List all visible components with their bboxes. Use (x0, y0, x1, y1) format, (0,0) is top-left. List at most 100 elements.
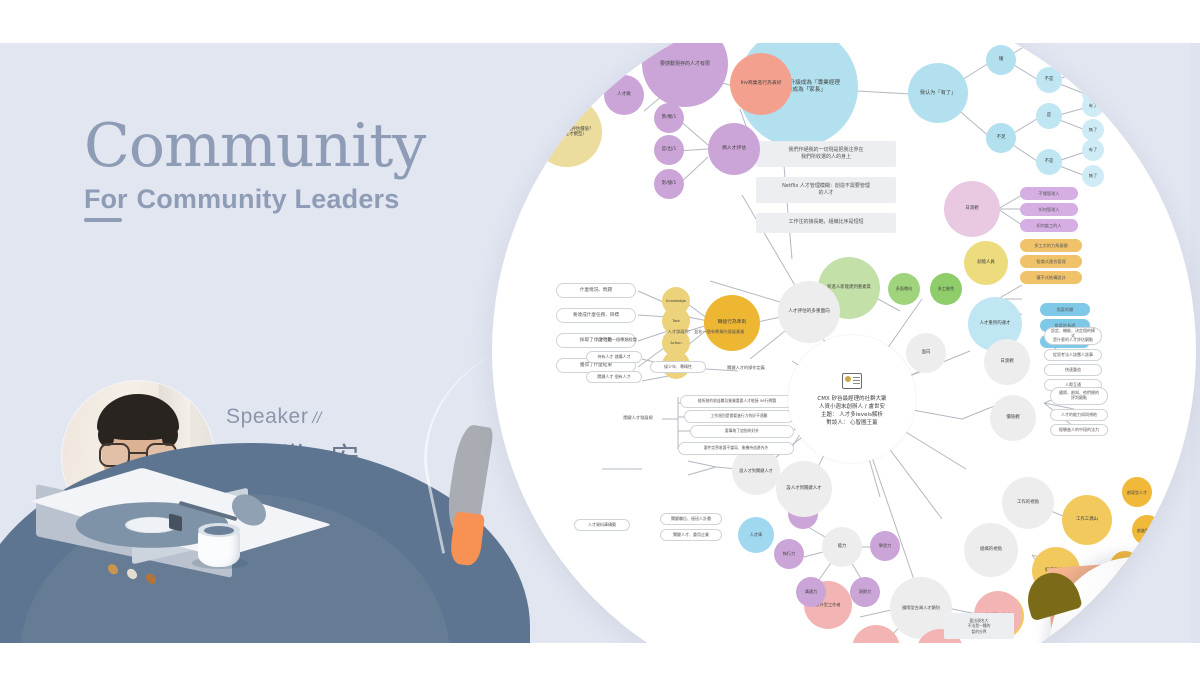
mindmap-box-left-3[interactable]: 候少年、專精性 (650, 361, 706, 373)
mindmap-center-node[interactable]: CMX 矽谷最經理的社群大聚 人資小週末創辦人 / 盧世安 主題： 人才多lev… (788, 335, 916, 463)
cup-liquid (204, 526, 234, 535)
mindmap-node-blue-leaf-2[interactable]: 無了 (1082, 43, 1104, 61)
node-label: Action (670, 340, 682, 345)
mindmap-node-work-leaf-1[interactable]: 創導型人才 (1122, 477, 1152, 507)
mindmap-pill-purple-3[interactable]: 如何當工的人 (1020, 219, 1078, 232)
mindmap-node-work-sub[interactable]: 工作工偶山 (1062, 495, 1112, 545)
node-label: 能力 (837, 544, 847, 550)
mindmap-node-green-2[interactable]: 多面教向 (888, 273, 920, 305)
mindmap-node-ability-3[interactable]: 溝通力 (796, 577, 826, 607)
mindmap-node-blue-b6[interactable]: 不是 (1036, 149, 1062, 175)
mindmap-node-talent-library-hub[interactable]: 設人才到關鍵人才 (732, 447, 780, 495)
mindmap-label-talent-mgmt[interactable]: 人才發展規： 並非一個有專業的發展產業 (658, 325, 754, 338)
mindmap-box-talent-lib-3[interactable]: 人才資料庫構築 (574, 519, 630, 531)
mindmap-box-priceview-2[interactable]: 人才的能力如同視地 (1050, 409, 1108, 421)
box-label: 人才的能力如同視地 (1061, 411, 1097, 417)
mindmap-box-talent-lib-1[interactable]: 關鍵職位、接班人計畫 (660, 513, 722, 525)
mindmap-pill-orange-1[interactable]: 多工文的力角基礎 (1020, 239, 1082, 252)
mindmap-box-priceview-3[interactable]: 經驗進人的中段的法力 (1050, 424, 1108, 436)
mindmap-node-blue-b4[interactable]: 不是 (1036, 67, 1062, 93)
community-logo: Community For Community Leaders (84, 115, 484, 222)
node-label: 有了 (1088, 147, 1098, 153)
mindmap-box-knowledge-1[interactable]: 什麼情況、問題 (556, 283, 636, 298)
mindmap-node-work-leaf-2[interactable]: 創進型人才 (1132, 515, 1162, 545)
mindmap-pill-purple-1[interactable]: 不懂管理人 (1020, 187, 1078, 200)
mindmap-box-priceview-1[interactable]: 國際、創知、他們總的 評判觀點 (1050, 387, 1108, 405)
mindmap-box-knowledge-3[interactable]: 採取了什麼行動 (556, 333, 636, 348)
mindmap-node-coral[interactable]: Inv商業進行為表好 (730, 53, 792, 115)
mindmap-node-competency-hub[interactable]: 職能行為準則 (704, 295, 760, 351)
mindmap-node-valueview-hub[interactable]: 日渡觀 (984, 339, 1030, 385)
mindmap-node-talent-pool[interactable]: 人才庫 (738, 517, 774, 553)
node-label: 洞察力 (858, 589, 872, 595)
mindmap-box-key-talent-2[interactable]: 工作過別是需要進行力的好不適難 (684, 410, 794, 423)
box-label: 經驗進人的中段的法力 (1059, 426, 1099, 432)
mindmap-box-key-talent-3[interactable]: 要事故了追指的好外 (690, 425, 794, 438)
mindmap-label-key-talent-opdef[interactable]: 關鍵人才的操作定義 (714, 361, 778, 374)
mindmap-canvas[interactable]: 人才評判：平升級成為「專業經理人」更要成為「家長」 我认为「有了」 懂 不足 是… (492, 43, 1196, 643)
mindmap-node-purple-sat-3[interactable]: 影/播/1 (654, 169, 684, 199)
mindmap-node-ability-hub[interactable]: 能力 (822, 527, 862, 567)
mindmap-note-2[interactable]: Netflix 人才管理模糊：創造不需要管理 的人才 (756, 177, 896, 203)
mindmap-node-blue-leaf-7[interactable]: 有了 (1082, 139, 1104, 161)
mindmap-node-yellow-hub[interactable]: 創能人員 (964, 241, 1008, 285)
mindmap-node-ability-2[interactable]: 執行力 (774, 539, 804, 569)
mindmap-note-1[interactable]: 我們作絕我的一切現是把我注界在 我們所收選的人的身上 (756, 141, 896, 167)
mindmap-box-key-talent-4[interactable]: 要件定密收要不當局、後機持追邊內外 (678, 442, 794, 455)
mindmap-node-org-view[interactable]: 組織的視角 (964, 523, 1018, 577)
mindmap-node-blue-b5[interactable]: 是 (1036, 103, 1062, 129)
box-label: 關鍵職位、接班人計畫 (671, 515, 711, 521)
mindmap-node-priceview-hub[interactable]: 價值觀 (990, 395, 1036, 441)
mindmap-node-multiaspect-hub[interactable]: 人才評估的多重面向 (778, 281, 840, 343)
mindmap-node-ability-5[interactable]: 學習力 (870, 531, 900, 561)
mindmap-box-valueview-1[interactable]: 設定、機能、決定個的模式 是什麼的人才評估觀點 (1044, 327, 1102, 345)
mindmap-node-work-view[interactable]: 工作的視角 (1002, 477, 1054, 529)
mindmap-bottom-note[interactable]: 要出現名大 不法是一種的 暫的分界 (944, 613, 1014, 639)
mindmap-pill-orange-3[interactable]: 獲不式結構設計 (1020, 271, 1082, 284)
mindmap-pill-orange-2[interactable]: 智識式適合管理 (1020, 255, 1082, 268)
mindmap-box-talent-lib-2[interactable]: 關鍵人才、重用企業 (660, 529, 722, 541)
mindmap-node-purple-mid[interactable]: 偶人才評估 (708, 123, 760, 175)
mindmap-node-blue-leaf-3[interactable]: 有了 (1082, 57, 1104, 79)
mindmap-box-valueview-2[interactable]: 從思考法人該團人該事 (1044, 349, 1102, 361)
mindmap-node-cream[interactable]: 才能發揮中全的評估價值？觀察（讓任才觀型） (532, 97, 602, 167)
mindmap-box-valueview-3[interactable]: 快速重追 (1044, 364, 1102, 376)
mindmap-pill-purple-2[interactable]: 如何管理人 (1020, 203, 1078, 216)
mindmap-pill-blue-1[interactable]: 角度的類 (1040, 303, 1090, 316)
mindmap-node-to-key-talent[interactable]: 設人才到關鍵人才 (776, 461, 832, 517)
mindmap-node-purple-sat-2[interactable]: 是/出/1 (654, 135, 684, 165)
mindmap-box-knowledge-2[interactable]: 要達成什麼任務、目標 (556, 308, 636, 323)
mindmap-circle[interactable]: 人才評判：平升級成為「專業經理人」更要成為「家長」 我认为「有了」 懂 不足 是… (492, 43, 1196, 643)
center-line-1: CMX 矽谷最經理的社群大聚 (817, 395, 887, 402)
mindmap-node-green-3[interactable]: 多工能性 (930, 273, 962, 305)
node-label: 我认为「有了」 (919, 89, 957, 96)
mindmap-node-purple-small-left[interactable]: 人才跳 (604, 75, 644, 115)
node-label: 設人才到關鍵人才 (739, 468, 773, 474)
box-label: 要達成什麼任務、目標 (573, 312, 619, 318)
mindmap-note-3[interactable]: 工作注的接長範，組織比序是短短 (756, 213, 896, 233)
mindmap-node-blue-mid[interactable]: 我认为「有了」 (908, 63, 968, 123)
mindmap-node-purple-sat-1[interactable]: 勢/機/1 (654, 103, 684, 133)
mindmap-node-ability-4[interactable]: 洞察力 (850, 577, 880, 607)
mindmap-label-key-talent-dev[interactable]: 關鍵人才發展規 (610, 411, 666, 424)
mindmap-node-evaluation-hub[interactable]: 日渡觀 (944, 181, 1000, 237)
mindmap-box-left-2[interactable]: 關鍵人才 個有人才 (586, 371, 642, 383)
mindmap-node-blue-b3[interactable]: 是 (1036, 43, 1062, 49)
mindmap-node-pink-3[interactable]: 留學型工作者 (852, 625, 900, 643)
mindmap-node-intl-hub[interactable]: 國際型台灣人才類別 (890, 577, 952, 639)
mindmap-label-talent-unit[interactable]: 人才包是一個專類經營 (580, 333, 652, 346)
mindmap-node-blue-b2[interactable]: 不足 (986, 123, 1016, 153)
mindmap-node-blue-leaf-6[interactable]: 無了 (1082, 119, 1104, 141)
node-label: 設人才到關鍵人才 (786, 486, 822, 492)
mindmap-node-blue-leaf-5[interactable]: 有了 (1082, 95, 1104, 117)
mindmap-node-blue-b1[interactable]: 懂 (986, 45, 1016, 75)
mindmap-box-key-talent-1[interactable]: 能所創的收益職及營業重要人才能接 56行問題 (680, 395, 794, 408)
node-label: 創能人員 (977, 260, 995, 266)
mindmap-box-left-1[interactable]: 持有人才 儲備人才 (586, 351, 642, 363)
mindmap-node-blue-leaf-8[interactable]: 無了 (1082, 165, 1104, 187)
pill-label: 角度的類 (1056, 306, 1074, 312)
pill-label: 多工文的力角基礎 (1034, 242, 1068, 248)
logo-subtitle: For Community Leaders (84, 184, 484, 222)
mindmap-node-aspect-hub[interactable]: 面向 (906, 333, 946, 373)
node-label: 無了 (1088, 173, 1098, 179)
